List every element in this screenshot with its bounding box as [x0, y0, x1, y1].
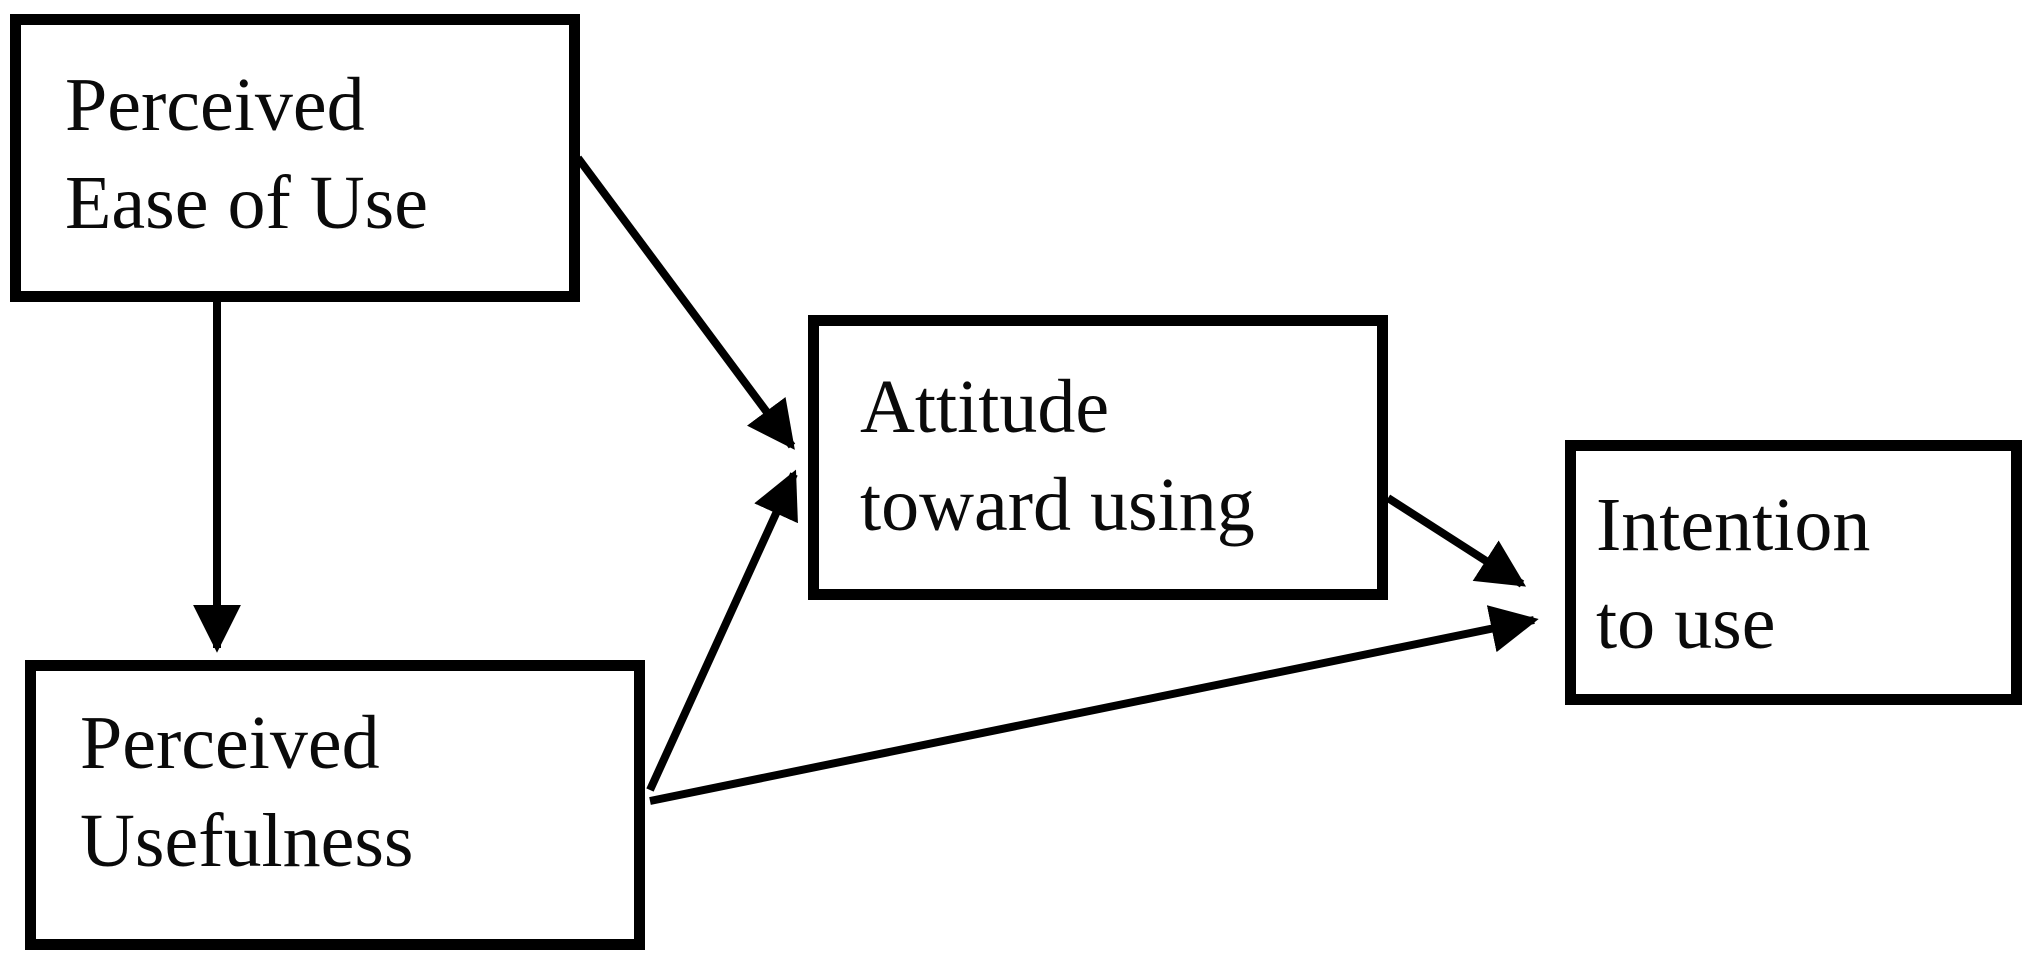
node-label-line: Ease of Use	[65, 161, 428, 245]
node-intention-to-use: Intention to use	[1565, 440, 2022, 705]
node-label-line: Perceived	[65, 63, 365, 147]
node-perceived-usefulness: Perceived Usefulness	[25, 660, 645, 950]
node-label-line: Attitude	[860, 365, 1110, 449]
arrow-perceived-usefulness-to-intention-to-use	[649, 605, 1539, 805]
node-label-line: to use	[1596, 581, 1776, 665]
node-label-line: Perceived	[80, 701, 380, 785]
arrow-perceived-usefulness-to-attitude-toward-using	[646, 469, 798, 792]
arrow-attitude-toward-using-to-intention-to-use	[1385, 494, 1527, 588]
node-label-line: toward using	[860, 463, 1255, 547]
arrow-perceived-ease-of-use-to-attitude-toward-using	[574, 155, 796, 450]
node-perceived-ease-of-use: Perceived Ease of Use	[10, 14, 580, 302]
node-label-line: Intention	[1596, 483, 1871, 567]
node-label-line: Usefulness	[80, 799, 414, 883]
node-attitude-toward-using: Attitude toward using	[808, 315, 1388, 600]
